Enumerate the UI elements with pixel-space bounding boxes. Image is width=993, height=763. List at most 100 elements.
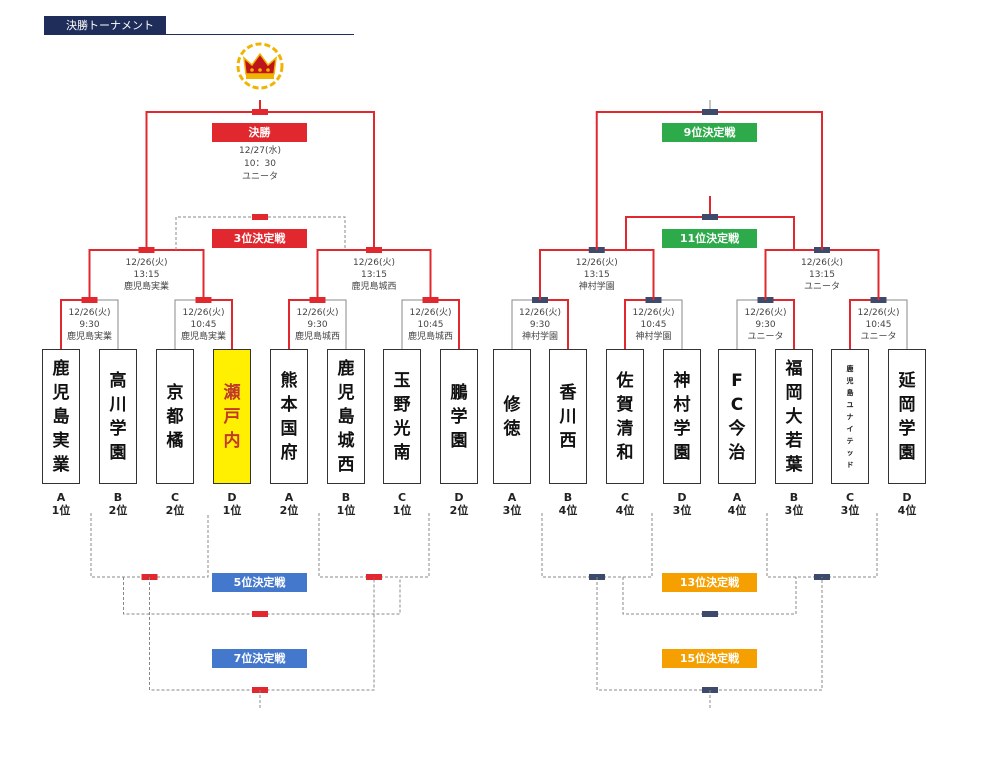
team-name-char: 修 bbox=[503, 394, 521, 415]
final-venue: ユニータ bbox=[241, 172, 279, 182]
team-box: 高川学園 bbox=[99, 349, 137, 484]
match-info-line: 12/26(火) bbox=[519, 308, 561, 318]
rank-group: A bbox=[507, 491, 517, 504]
match-number-tag bbox=[702, 214, 718, 220]
rank-group: B bbox=[563, 491, 573, 504]
rank-position: 4位 bbox=[558, 504, 578, 517]
team-name-char: テ bbox=[846, 436, 854, 445]
team-box: 玉野光南 bbox=[383, 349, 421, 484]
team-box: 香川西 bbox=[549, 349, 587, 484]
rank-group: A bbox=[284, 491, 294, 504]
team-box: 修徳 bbox=[493, 349, 531, 484]
team-name-char: 園 bbox=[673, 442, 691, 463]
bracket-line bbox=[90, 513, 209, 578]
team-name-char: 治 bbox=[728, 442, 746, 463]
team-name-char: 京 bbox=[166, 382, 184, 403]
team-name-char: 佐 bbox=[616, 370, 634, 391]
match-info-line: 鹿児島城西 bbox=[351, 282, 397, 292]
match-info-line: 12/26(火) bbox=[632, 308, 675, 318]
team-name-char: 学 bbox=[898, 418, 916, 439]
bracket-line bbox=[146, 249, 205, 300]
team-box: 鵬学園 bbox=[440, 349, 478, 484]
team-name-char: 岡 bbox=[785, 382, 803, 403]
team-name-char: 本 bbox=[280, 394, 298, 415]
match-info-line: 鹿児島実業 bbox=[180, 332, 227, 342]
bracket-line bbox=[318, 513, 430, 578]
team-name-char: 瀬 bbox=[223, 382, 241, 403]
rank-position: 4位 bbox=[727, 504, 747, 517]
rank-position: 3位 bbox=[840, 504, 860, 517]
rank-position: 1位 bbox=[392, 504, 412, 517]
match-info-line: 12/26(火) bbox=[744, 308, 787, 318]
bracket-line bbox=[430, 299, 460, 349]
team-name-char: 園 bbox=[450, 430, 468, 451]
eleventh-place-label: 11位決定戦 bbox=[662, 229, 757, 248]
bracket-line bbox=[60, 299, 90, 349]
team-box: 鹿児島ユナイテッド bbox=[831, 349, 869, 484]
bracket-line bbox=[174, 299, 204, 349]
match-info-line: 13:15 bbox=[583, 270, 610, 280]
rank-group: D bbox=[454, 491, 464, 504]
bracket-line bbox=[764, 249, 822, 300]
rank-position: 1位 bbox=[222, 504, 242, 517]
match-info-line: 10:45 bbox=[417, 320, 444, 330]
team-name-char: イ bbox=[846, 424, 854, 433]
team-name-char: ユ bbox=[846, 400, 854, 409]
team-name-char: ッ bbox=[846, 448, 854, 457]
match-info-line: 神村学園 bbox=[521, 332, 558, 342]
match-info-line: 9:30 bbox=[755, 320, 776, 330]
team-name-char: 賀 bbox=[616, 394, 634, 415]
team-name-char: 園 bbox=[109, 442, 127, 463]
final-label: 決勝 bbox=[212, 123, 307, 142]
match-info-line: 13:15 bbox=[133, 270, 160, 280]
team-name-char: 徳 bbox=[503, 418, 521, 439]
team-box: 佐賀清和 bbox=[606, 349, 644, 484]
match-info-line: 鹿児島城西 bbox=[294, 332, 341, 342]
team-name-char: 内 bbox=[223, 430, 241, 451]
team-name-char: 福 bbox=[785, 358, 803, 379]
match-info-line: 13:15 bbox=[809, 270, 835, 280]
team-box: 熊本国府 bbox=[270, 349, 308, 484]
match-info-line: 10:45 bbox=[190, 320, 217, 330]
team-name-char: 西 bbox=[337, 454, 355, 475]
team-name-char: 香 bbox=[559, 382, 577, 403]
rank-group: A bbox=[56, 491, 66, 504]
match-info-line: 9:30 bbox=[307, 320, 328, 330]
team-name-char: 今 bbox=[728, 418, 746, 439]
rank-group: B bbox=[113, 491, 123, 504]
team-name-char: 国 bbox=[280, 418, 298, 439]
header-underline bbox=[44, 34, 354, 35]
team-name-char: 和 bbox=[616, 442, 634, 463]
rank-position: 4位 bbox=[897, 504, 917, 517]
seventh-place-label: 7位決定戦 bbox=[212, 649, 307, 668]
team-name-char: 西 bbox=[559, 430, 577, 451]
team-name-char: 児 bbox=[337, 382, 355, 403]
team-name-char: 園 bbox=[898, 442, 916, 463]
team-name-char: ナ bbox=[846, 412, 854, 421]
team-name-char: 葉 bbox=[785, 454, 803, 475]
rank-position: 2位 bbox=[279, 504, 299, 517]
team-name-char: 神 bbox=[673, 370, 691, 391]
team-name-char: 大 bbox=[785, 406, 803, 427]
bracket-line bbox=[317, 299, 347, 349]
rank-group: B bbox=[789, 491, 799, 504]
team-name-char: 業 bbox=[52, 454, 70, 475]
fifteenth-place-label: 15位決定戦 bbox=[662, 649, 757, 668]
match-number-tag bbox=[252, 214, 268, 220]
team-name-char: 鹿 bbox=[337, 358, 355, 379]
match-info-line: ユニータ bbox=[860, 332, 897, 342]
bracket-line bbox=[596, 577, 823, 691]
team-name-char: ド bbox=[846, 460, 854, 469]
team-name-char: 学 bbox=[109, 418, 127, 439]
match-info-line: 12/26(火) bbox=[68, 308, 111, 318]
